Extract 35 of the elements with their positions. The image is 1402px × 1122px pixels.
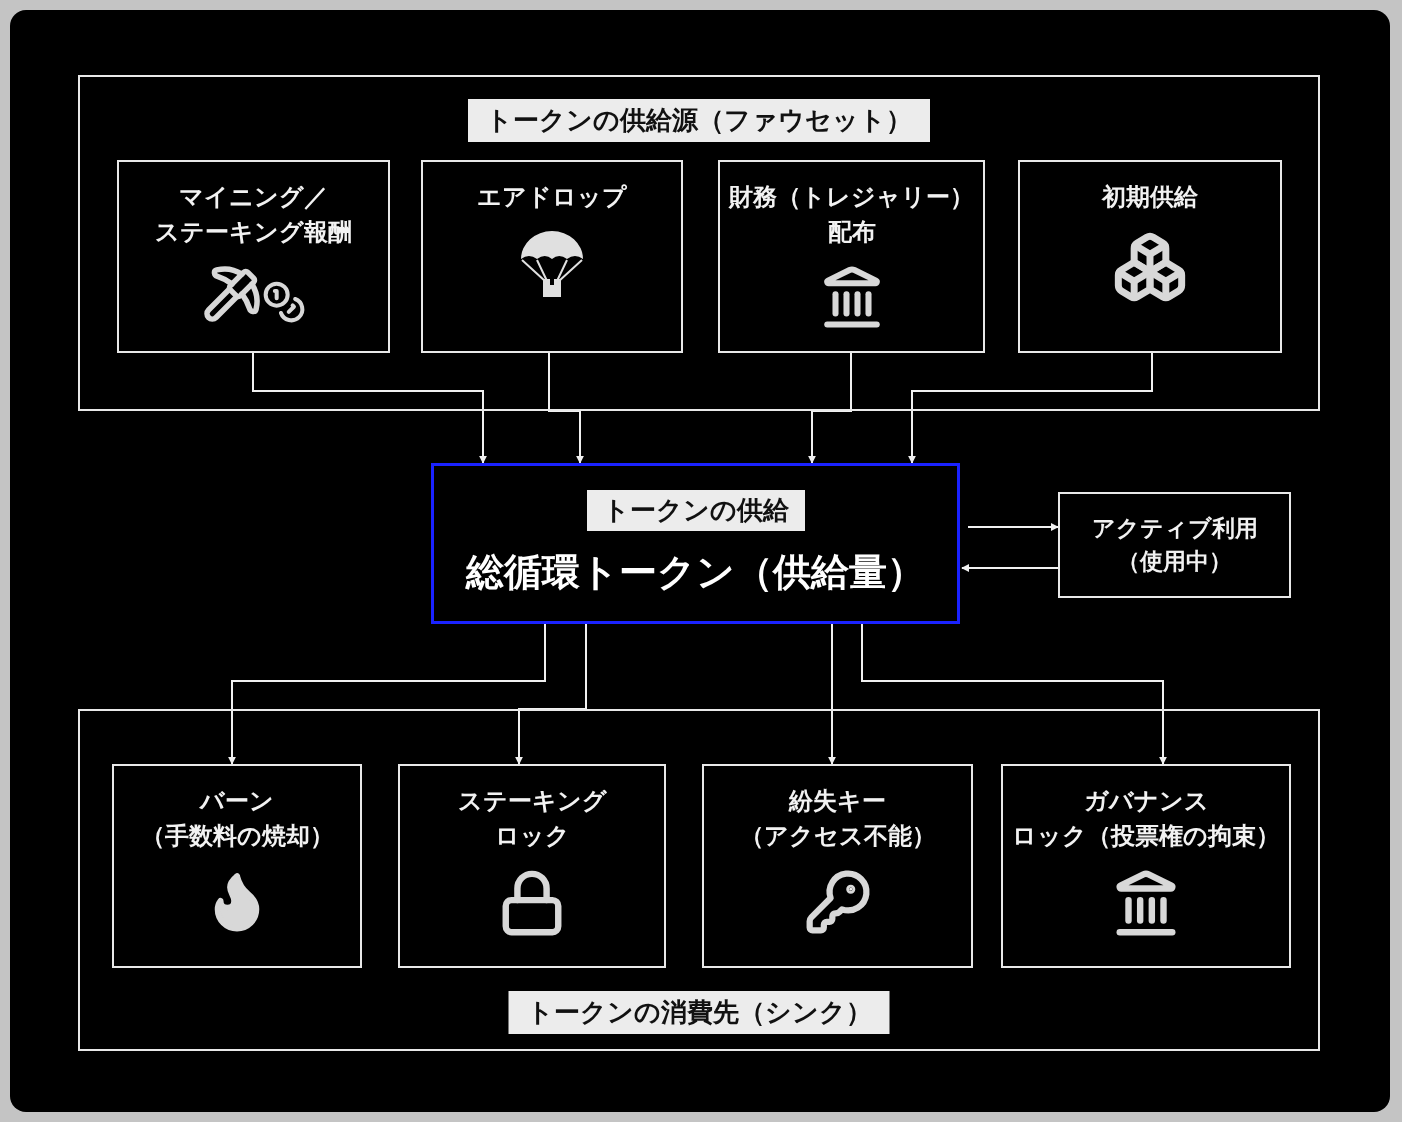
node-label: 初期供給 xyxy=(1102,182,1198,213)
arrow xyxy=(808,352,852,464)
node-label: 紛失キー（アクセス不能） xyxy=(739,786,936,852)
arrow xyxy=(548,352,584,464)
node-label: バーン（手数料の焼却） xyxy=(140,786,334,852)
arrow xyxy=(828,623,836,765)
supply-box xyxy=(431,463,960,624)
supply-title: 総循環トークン（供給量） xyxy=(466,548,925,596)
process-box xyxy=(1058,492,1291,598)
arrow xyxy=(967,523,1059,531)
process-box xyxy=(112,764,362,968)
process-box xyxy=(398,764,666,968)
process-box xyxy=(1001,764,1291,968)
node-label: アクティブ利用（使用中） xyxy=(1091,513,1258,576)
group-box xyxy=(78,709,1320,1051)
arrow xyxy=(861,623,1167,765)
arrow xyxy=(961,564,1059,572)
group-box xyxy=(78,75,1320,411)
arrow xyxy=(515,623,587,765)
arrow xyxy=(228,623,546,765)
node-label: 財務（トレジャリー）配布 xyxy=(729,182,974,248)
process-box xyxy=(421,160,683,353)
arrow xyxy=(908,352,1153,464)
process-box xyxy=(1018,160,1282,353)
supply-tag: トークンの供給 xyxy=(586,489,805,531)
process-box xyxy=(702,764,973,968)
node-label: エアドロップ xyxy=(477,182,627,213)
group-heading: トークンの供給源（ファウセット） xyxy=(468,99,930,142)
process-box xyxy=(718,160,985,353)
group-heading: トークンの消費先（シンク） xyxy=(508,991,890,1034)
arrow xyxy=(252,352,487,464)
node-label: マイニング／ステーキング報酬 xyxy=(155,182,352,248)
node-label: ガバナンスロック（投票権の拘束） xyxy=(1012,786,1280,852)
process-box xyxy=(117,160,390,353)
node-label: ステーキングロック xyxy=(457,786,607,852)
